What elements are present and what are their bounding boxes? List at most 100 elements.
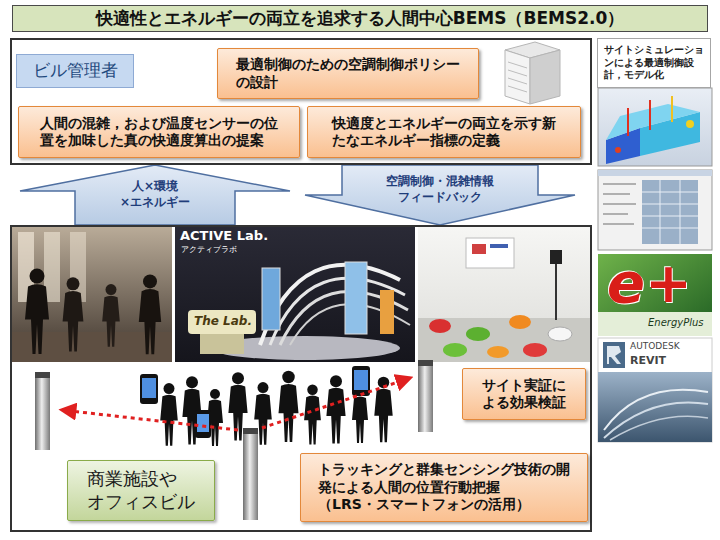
- arrow-label: 人×環境 ×エネルギー: [120, 179, 190, 210]
- task-box: サイト実証に よる効果検証: [462, 368, 586, 420]
- software-screenshot: [642, 180, 698, 244]
- software-screenshot: [598, 170, 712, 250]
- simulation-image: [649, 100, 651, 130]
- crowd-silhouette: [326, 375, 345, 443]
- photo-meeting-room: [548, 327, 572, 341]
- photo-meeting-room: [443, 343, 467, 357]
- photo-meeting-room: [466, 238, 514, 268]
- software-screenshot: [603, 183, 636, 185]
- title-bar: 快適性とエネルギーの両立を追求する人間中心BEMS（BEMS2.0）: [12, 5, 708, 32]
- smartphone-icon: [140, 366, 370, 438]
- photo-meeting-room: [418, 318, 590, 362]
- text-line: ×エネルギー: [120, 195, 190, 211]
- node-text: サイトシミュレーショ ンによる最適制御設 計，モデル化: [604, 44, 704, 82]
- task-box: 人間の混雑，および温度センサーの位 置を加味した真の快適度算出の提案: [18, 106, 300, 158]
- photo-corridor: [25, 269, 49, 355]
- text-line: ンによる最適制御設: [604, 57, 704, 70]
- server-icon: [508, 78, 527, 84]
- photo-meeting-room: [418, 227, 590, 362]
- node-text: 商業施設や オフィスビル: [87, 468, 195, 513]
- logo-mark: e+: [607, 252, 692, 314]
- sensor-pole: [35, 372, 50, 378]
- task-box: トラッキングと群集センシング技術の開 発による人間の位置行動把握 （LRS・スマ…: [300, 453, 588, 522]
- node-text: 快適度とエネルギーの両立を示す新 たなエネルギー指標の定義: [332, 115, 556, 150]
- crowd-silhouette: [160, 383, 178, 446]
- text-line: 人×環境: [120, 179, 190, 195]
- software-screenshot: [598, 170, 712, 250]
- simulation-image: [598, 88, 712, 166]
- photo-corridor: [139, 274, 161, 354]
- software-screenshot: [642, 204, 698, 205]
- crowd-silhouette: [160, 371, 392, 446]
- software-screenshot: [603, 193, 630, 195]
- photo-meeting-room: [472, 244, 486, 254]
- server-icon: [508, 62, 527, 68]
- software-screenshot: [603, 203, 636, 205]
- photo-showroom: [175, 227, 415, 362]
- crowd-silhouette: [279, 371, 299, 442]
- text-line: ビル管理者: [33, 60, 118, 81]
- node-text: 人間の混雑，および温度センサーの位 置を加味した真の快適度算出の提案: [40, 115, 278, 150]
- simulation-image: [686, 120, 694, 128]
- text-line: 最適制御のための空調制御ポリシー: [236, 56, 460, 74]
- text-line: 人間の混雑，および温度センサーの位: [40, 115, 278, 133]
- smartphone-icon: [140, 374, 158, 404]
- photo-sign: The Lab.: [194, 315, 252, 328]
- photo-showroom: [175, 227, 415, 362]
- photo-meeting-room: [523, 343, 547, 357]
- photo-showroom: [262, 268, 280, 330]
- sensor-pole: [243, 428, 258, 434]
- logo-text: AUTODESK: [630, 342, 680, 352]
- text-line: たなエネルギー指標の定義: [332, 132, 556, 150]
- photo-showroom: [270, 278, 405, 345]
- role-box: ビル管理者: [16, 54, 134, 88]
- energyplus-logo: [598, 312, 712, 336]
- text-line: 発による人間の位置行動把握: [318, 479, 570, 497]
- server-icon: [508, 70, 527, 76]
- arrow-label: 空調制御・混雑情報 フィードバック: [386, 174, 494, 205]
- node-text: ビル管理者: [33, 60, 118, 81]
- server-icon: [530, 50, 560, 104]
- note-box: サイトシミュレーショ ンによる最適制御設 計，モデル化: [597, 38, 711, 88]
- server-icon: [505, 42, 560, 104]
- text-line: （LRS・スマートフォンの活用）: [318, 496, 570, 514]
- photo-corridor: [12, 227, 172, 362]
- software-screenshot: [603, 184, 636, 224]
- revit-logo: [607, 346, 621, 364]
- revit-logo: [598, 338, 712, 442]
- block-arrow: [20, 165, 290, 225]
- task-box: 最適制御のための空調制御ポリシー の設計: [217, 48, 479, 99]
- photo-meeting-room: [429, 319, 451, 333]
- crowd-silhouette: [254, 382, 272, 445]
- text-line: 空調制御・混雑情報: [386, 174, 494, 190]
- sensor-pole: [243, 428, 258, 520]
- smartphone-icon: [352, 366, 370, 396]
- tracking-arrow: [262, 378, 410, 428]
- photo-showroom: [345, 262, 367, 334]
- software-screenshot: [603, 213, 628, 215]
- sensor-pole: [35, 372, 50, 450]
- photo-meeting-room: [487, 346, 509, 358]
- revit-logo: [598, 338, 712, 442]
- task-box: 快適度とエネルギーの両立を示す新 たなエネルギー指標の定義: [307, 106, 581, 158]
- revit-logo: [598, 372, 712, 442]
- photo-meeting-room: [509, 315, 531, 329]
- site-box: 商業施設や オフィスビル: [67, 460, 215, 521]
- logo-text: REVIT: [630, 355, 666, 367]
- node-text: トラッキングと群集センシング技術の開 発による人間の位置行動把握 （LRS・スマ…: [318, 461, 570, 514]
- simulation-image: [598, 88, 712, 166]
- software-screenshot: [642, 228, 698, 229]
- software-screenshot: [642, 192, 698, 193]
- server-icon: [508, 86, 527, 92]
- photo-showroom: [380, 290, 394, 334]
- software-screenshot: [603, 223, 634, 225]
- sensor-pole: [418, 360, 433, 366]
- photo-corridor: [63, 277, 84, 351]
- text-line: 置を加味した真の快適度算出の提案: [40, 132, 278, 150]
- photo-showroom: [260, 265, 400, 345]
- smartphone-icon: [354, 370, 368, 390]
- software-screenshot: [680, 180, 681, 244]
- text-line: フィードバック: [386, 190, 494, 206]
- photo-meeting-room: [418, 227, 590, 362]
